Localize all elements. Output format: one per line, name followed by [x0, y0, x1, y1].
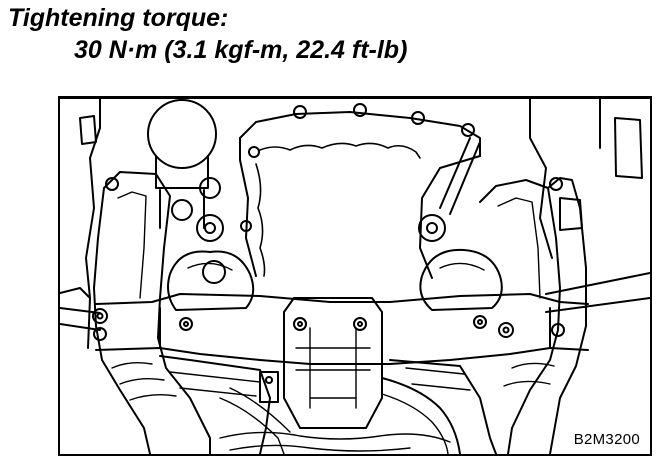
engine-diagram: B2M3200 — [58, 96, 652, 456]
left-exhaust-pipe — [92, 171, 211, 454]
torque-heading: Tightening torque: 30 N·m (3.1 kgf-m, 22… — [8, 2, 407, 66]
front-crossmember — [95, 293, 589, 365]
filler-cap — [147, 99, 217, 229]
torque-label: Tightening torque: — [8, 4, 229, 32]
right-exhaust-pipe — [479, 177, 587, 454]
engine-line-drawing — [60, 98, 650, 454]
center-bracket — [283, 297, 383, 429]
left-bolt-cluster — [196, 177, 446, 284]
torque-value: 30 N·m (3.1 kgf-m, 22.4 ft-lb) — [74, 36, 408, 64]
bottom-pipe — [219, 431, 451, 452]
figure-reference-code: B2M3200 — [571, 431, 642, 448]
engine-mounts — [167, 248, 503, 311]
center-cover — [239, 103, 481, 279]
